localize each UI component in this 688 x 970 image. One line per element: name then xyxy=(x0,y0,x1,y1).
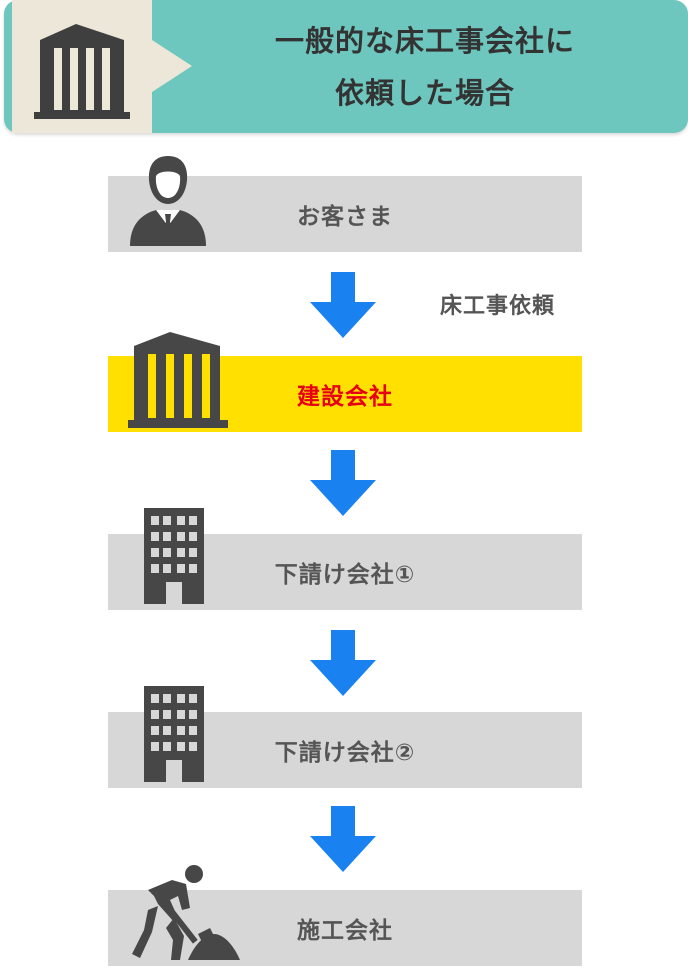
flow-box-label: 施工会社 xyxy=(297,918,393,944)
office-building-icon xyxy=(128,332,228,428)
businessman-icon xyxy=(130,156,206,246)
flow-box-label: 下請け会社② xyxy=(274,740,416,766)
flow-box-label: 建設会社 xyxy=(297,384,393,410)
header-title-line2: 依頼した場合 xyxy=(334,76,515,110)
flow-arrow xyxy=(310,450,376,516)
flow-arrow xyxy=(310,272,376,338)
apartment-building-icon xyxy=(144,508,204,604)
flow-arrow xyxy=(310,630,376,696)
flow-box-label: 下請け会社① xyxy=(274,562,416,588)
header-title-line1: 一般的な床工事会社に xyxy=(274,24,575,58)
apartment-building-icon xyxy=(144,686,204,782)
flow-arrow xyxy=(310,806,376,872)
side-label: 床工事依頼 xyxy=(440,294,556,319)
header-icon-panel xyxy=(12,0,152,133)
flow-box-label: お客さま xyxy=(297,204,393,230)
worker-shoveling-icon xyxy=(132,865,240,960)
office-building-icon xyxy=(34,24,130,119)
header-title: 一般的な床工事会社に 依頼した場合 xyxy=(210,12,640,122)
header-arrow-notch xyxy=(152,40,192,92)
